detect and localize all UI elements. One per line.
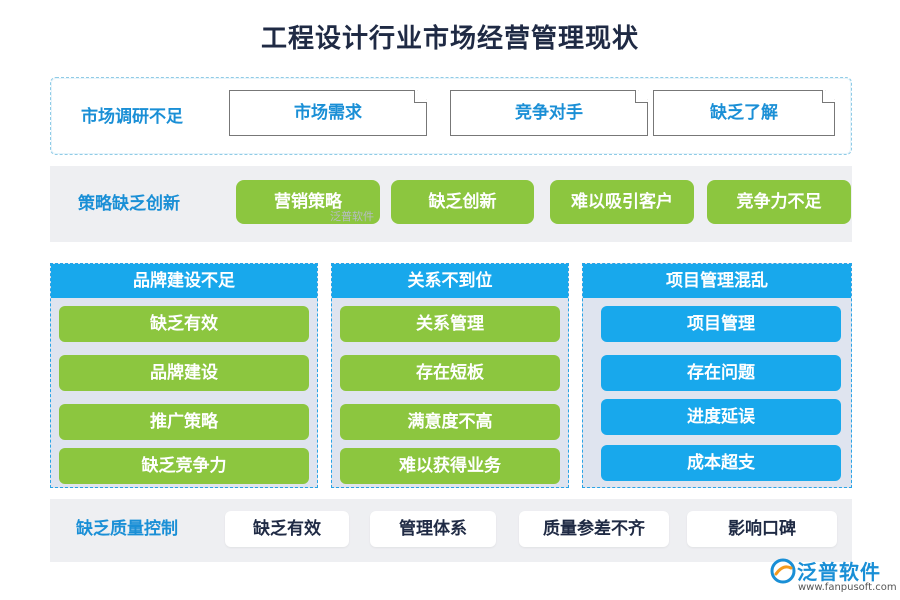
row-label: 策略缺乏创新 (78, 194, 180, 214)
market-research-row: 市场调研不足 市场需求 竞争对手 缺乏了解 (50, 77, 852, 155)
quality-row: 缺乏质量控制 缺乏有效 管理体系 质量参差不齐 影响口碑 (50, 499, 852, 562)
logo-icon (770, 558, 796, 584)
strategy-row: 策略缺乏创新 营销策略 缺乏创新 难以吸引客户 竞争力不足 (50, 166, 852, 242)
column-item: 存在短板 (340, 355, 560, 391)
row4-item: 质量参差不齐 (519, 511, 669, 547)
row-label: 市场调研不足 (81, 107, 183, 127)
column-item: 推广策略 (59, 404, 309, 440)
column-header: 关系不到位 (332, 264, 568, 298)
column-header: 品牌建设不足 (51, 264, 317, 298)
row2-item: 竞争力不足 (707, 180, 851, 224)
row1-item: 竞争对手 (450, 90, 648, 136)
row1-item: 市场需求 (229, 90, 427, 136)
brand-logo: 泛普软件 www.fanpusoft.com (770, 556, 897, 596)
row2-item: 营销策略 (236, 180, 380, 224)
column-item: 难以获得业务 (340, 448, 560, 484)
row4-item: 管理体系 (370, 511, 496, 547)
column-item: 缺乏竞争力 (59, 448, 309, 484)
logo-name: 泛普软件 (797, 560, 881, 584)
row2-item: 难以吸引客户 (550, 180, 694, 224)
column-project: 项目管理混乱 项目管理 存在问题 进度延误 成本超支 (582, 263, 852, 488)
column-item: 满意度不高 (340, 404, 560, 440)
column-item: 品牌建设 (59, 355, 309, 391)
column-brand: 品牌建设不足 缺乏有效 品牌建设 推广策略 缺乏竞争力 (50, 263, 318, 488)
page-title: 工程设计行业市场经营管理现状 (260, 24, 639, 54)
column-item: 进度延误 (601, 399, 841, 435)
column-item: 存在问题 (601, 355, 841, 391)
logo-url: www.fanpusoft.com (798, 582, 897, 593)
column-item: 项目管理 (601, 306, 841, 342)
row-label: 缺乏质量控制 (76, 519, 178, 539)
row4-item: 缺乏有效 (225, 511, 349, 547)
watermark: 泛普软件 (330, 210, 374, 223)
column-relation: 关系不到位 关系管理 存在短板 满意度不高 难以获得业务 (331, 263, 569, 488)
row2-item: 缺乏创新 (391, 180, 534, 224)
row4-item: 影响口碑 (687, 511, 837, 547)
row1-item: 缺乏了解 (653, 90, 835, 136)
column-item: 关系管理 (340, 306, 560, 342)
column-header: 项目管理混乱 (583, 264, 851, 298)
column-item: 缺乏有效 (59, 306, 309, 342)
column-item: 成本超支 (601, 445, 841, 481)
